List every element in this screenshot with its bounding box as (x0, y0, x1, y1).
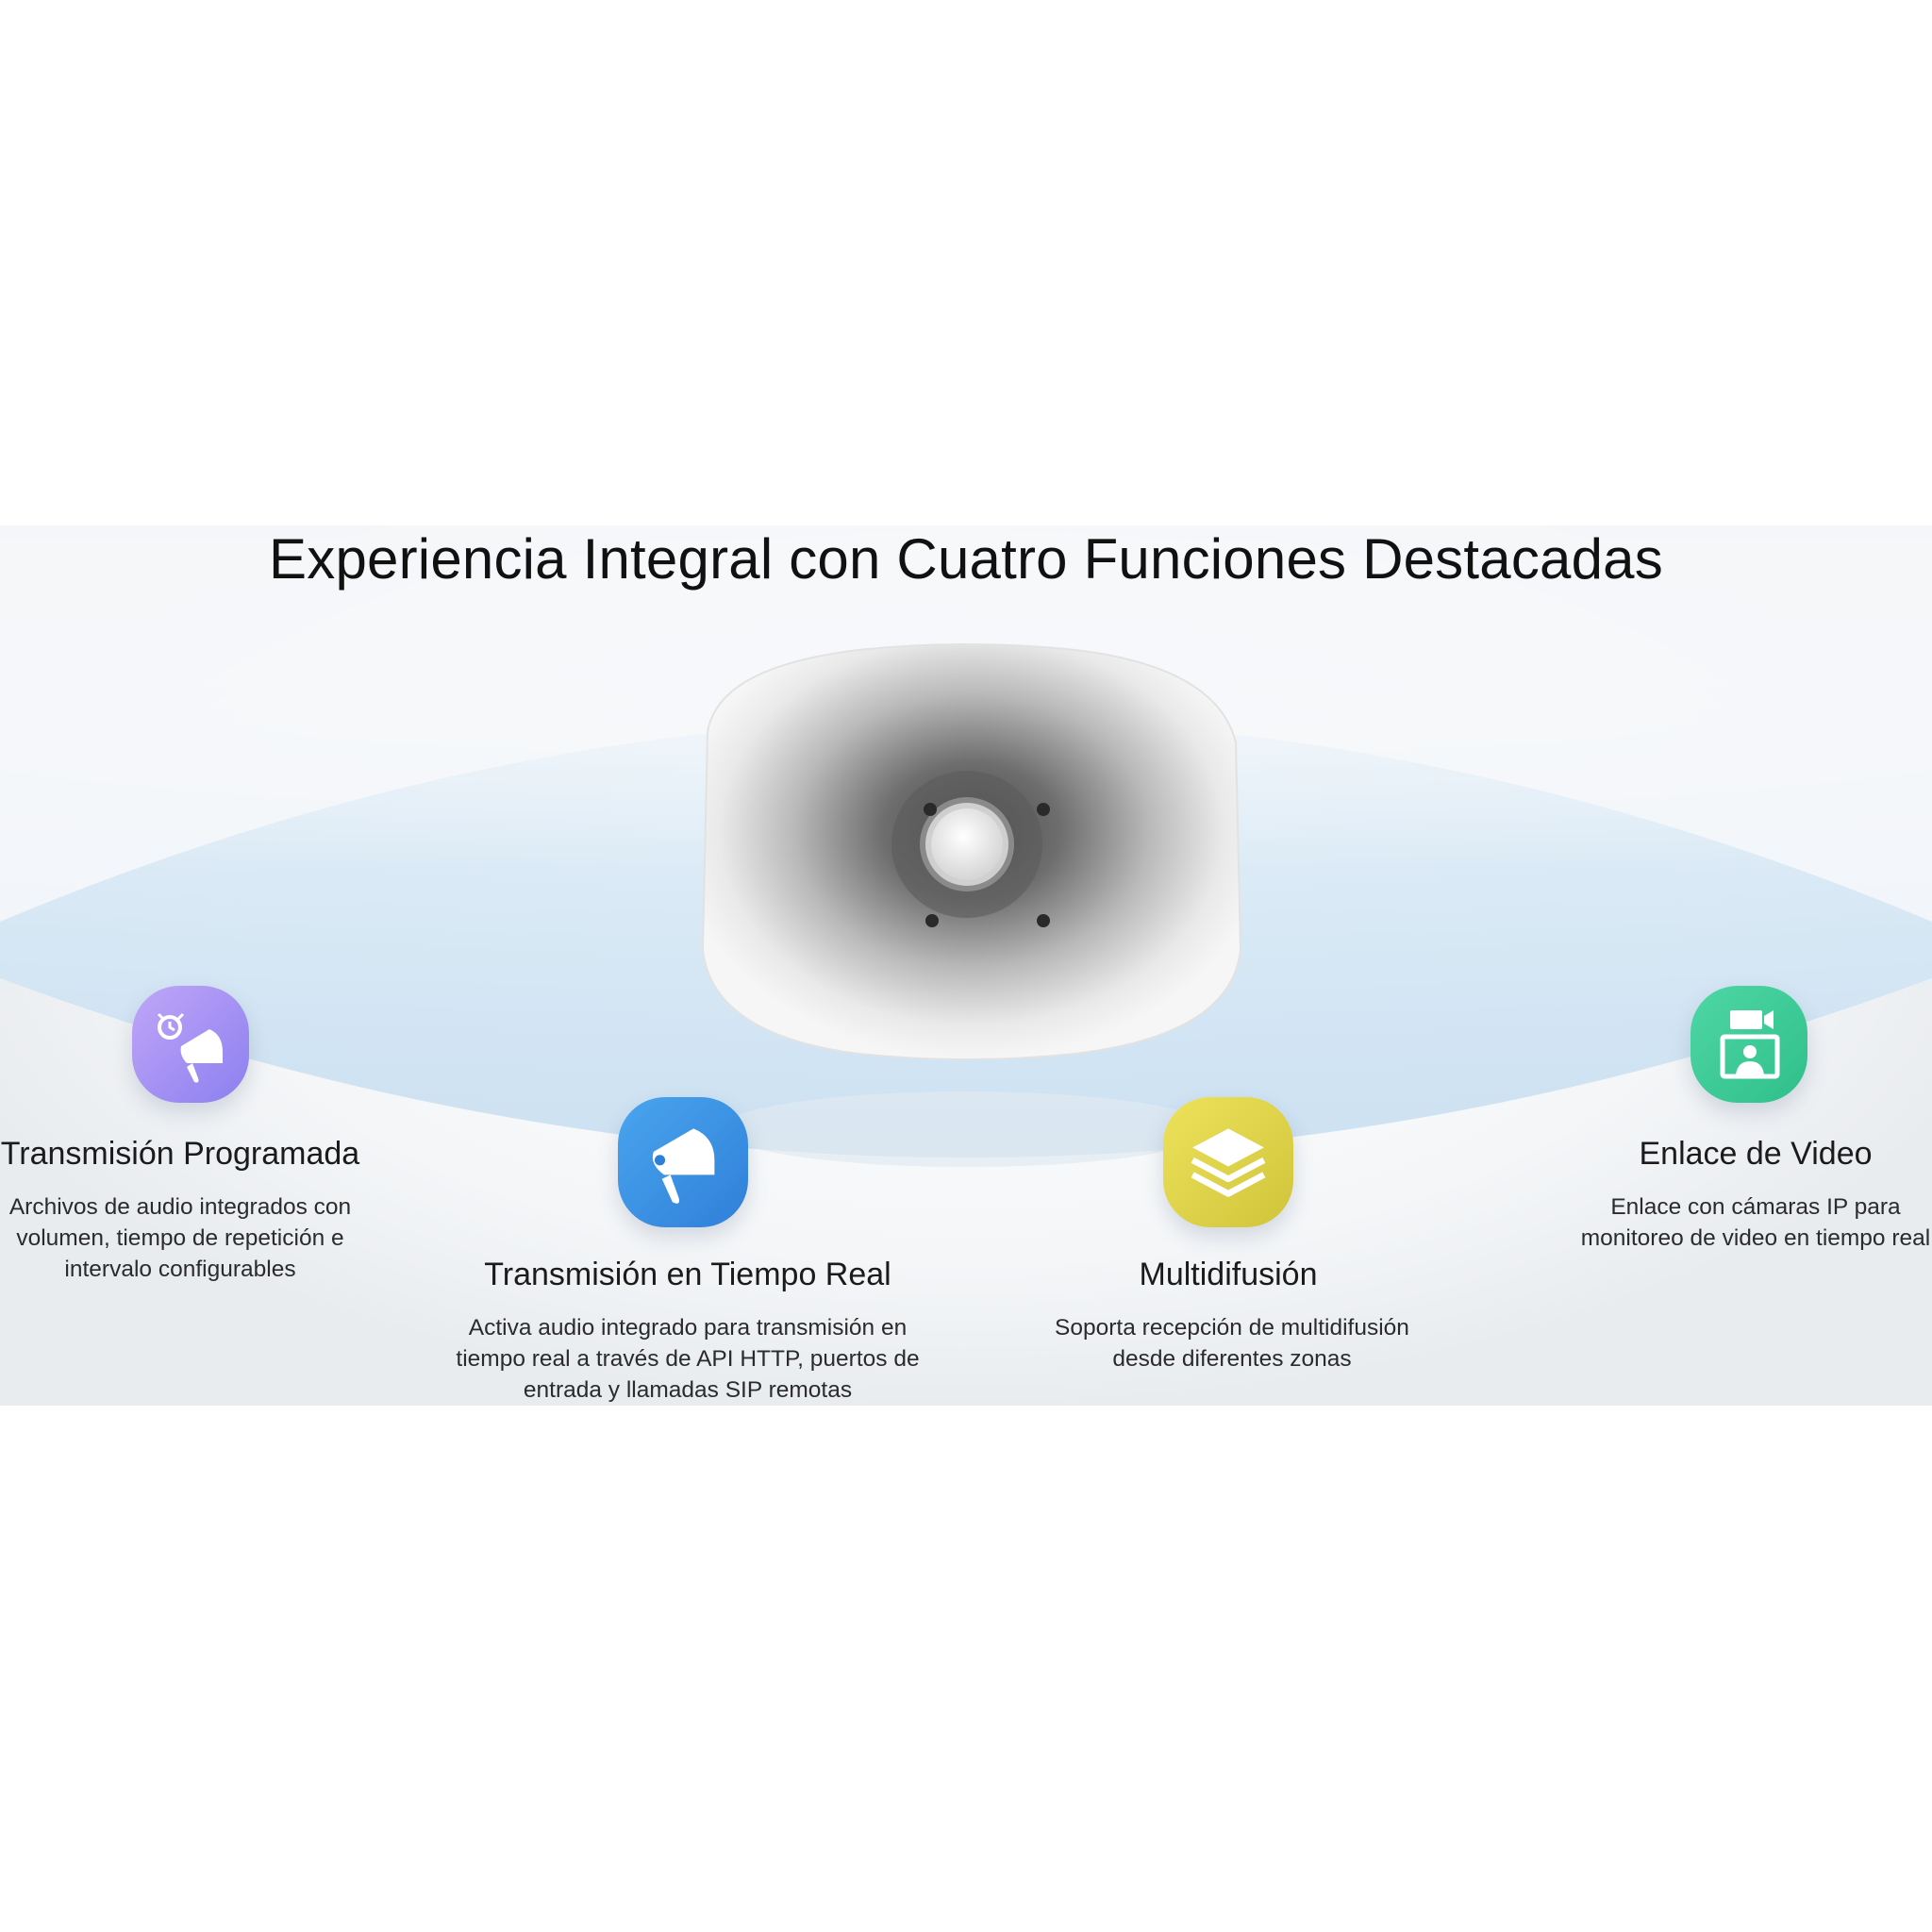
feature-description: Enlace con cámaras IP para monitoreo de … (1580, 1194, 1931, 1251)
feature-description: Archivos de audio integrados con volumen… (8, 1194, 352, 1282)
feature-title: Enlace de Video (1639, 1136, 1873, 1172)
feature-title: Multidifusión (1139, 1257, 1318, 1292)
layers-icon (1191, 1128, 1266, 1197)
video-link-icon (1720, 1010, 1780, 1079)
scheduled-broadcast-icon (157, 1012, 223, 1083)
horn-speaker-image (701, 643, 1242, 1060)
banner-title: Experiencia Integral con Cuatro Funcione… (269, 527, 1663, 591)
feature-title: Transmisión Programada (0, 1136, 360, 1172)
feature-title: Transmisión en Tiempo Real (484, 1257, 891, 1292)
realtime-broadcast-tile (618, 1097, 748, 1227)
feature-banner: Experiencia Integral con Cuatro Funcione… (0, 525, 1932, 1406)
feature-description: Activa audio integrado para transmisión … (456, 1315, 920, 1403)
multicast-tile (1163, 1097, 1293, 1227)
video-link-tile (1690, 986, 1807, 1103)
feature-description: Soporta recepción de multidifusión desde… (1055, 1315, 1409, 1372)
scheduled-broadcast-tile (132, 986, 249, 1103)
megaphone-icon (652, 1128, 715, 1204)
